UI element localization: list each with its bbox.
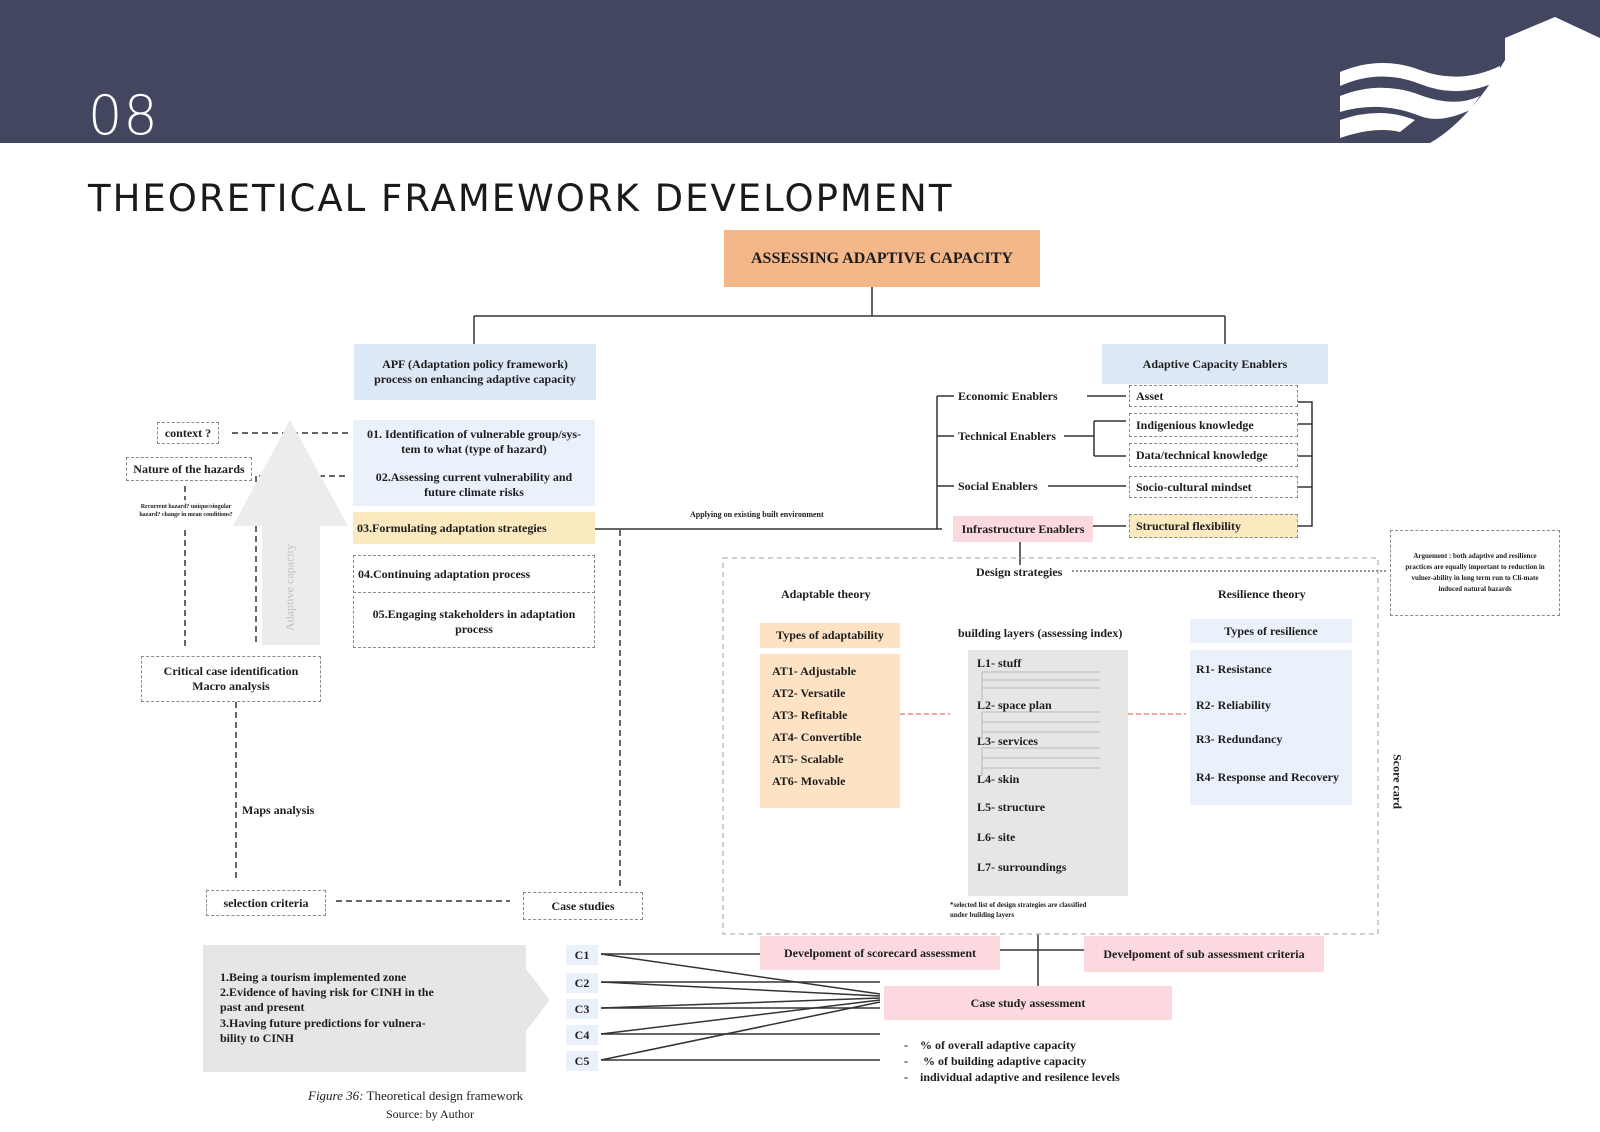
- criteria-item: 3.Having future predictions for vulnera-…: [220, 1016, 426, 1045]
- criteria-item: 1.Being a tourism implemented zone: [220, 970, 407, 984]
- case-studies-box: Case studies: [523, 892, 643, 920]
- outcome-text: % of overall adaptive capacity: [920, 1038, 1076, 1052]
- case-c1: C1: [566, 945, 598, 965]
- building-layer-item: L2- space plan: [977, 698, 1052, 712]
- apf-step-03: 03.Formulating adaptation strategies: [353, 512, 595, 544]
- apf-step-05: 05.Engaging stakeholders in adaptation p…: [353, 596, 595, 648]
- resilience-item: R4- Response and Recovery: [1196, 770, 1339, 784]
- case-c5: C5: [566, 1051, 598, 1071]
- selection-criteria-box: selection criteria: [206, 890, 326, 916]
- criteria-list: 1.Being a tourism implemented zone 2.Evi…: [220, 968, 470, 1048]
- applying-label: Applying on existing built environment: [690, 510, 824, 519]
- building-layer-item: L6- site: [977, 830, 1016, 844]
- outcome-item: - % of building adaptive capacity: [904, 1054, 1087, 1068]
- enabler-item-asset: Asset: [1129, 385, 1298, 407]
- enablers-title-box: Adaptive Capacity Enablers: [1102, 344, 1328, 384]
- case-study-assessment-box: Case study assessment: [884, 986, 1172, 1020]
- building-layer-item: L4- skin: [977, 772, 1020, 786]
- social-enablers-label: Social Enablers: [958, 479, 1038, 493]
- apf-step-04: 04.Continuing adaptation process: [353, 555, 595, 593]
- technical-enablers-label: Technical Enablers: [958, 429, 1056, 443]
- resilience-item: R3- Redundancy: [1196, 732, 1283, 746]
- layers-note: *selected list of design strategies are …: [950, 901, 1087, 919]
- adaptable-theory-label: Adaptable theory: [781, 587, 871, 601]
- adaptability-list-box: [760, 654, 900, 808]
- building-layer-item: L1- stuff: [977, 656, 1022, 670]
- outcome-item: - % of overall adaptive capacity: [904, 1038, 1076, 1052]
- scorecard-development-box: Develpoment of scorecard assessment: [760, 936, 1000, 970]
- building-layer-item: L7- surroundings: [977, 860, 1067, 874]
- apf-step-02: 02.Assessing current vulnerability and f…: [353, 464, 595, 506]
- chapter-number: 08: [88, 84, 159, 147]
- apf-step-01: 01. Identification of vulnerable group/s…: [353, 420, 595, 464]
- hazard-questions-text: Recurrent hazard? unique/singular hazard…: [139, 504, 233, 518]
- score-card-label: Score card: [1390, 754, 1405, 809]
- page-title: THEORETICAL FRAMEWORK DEVELOPMENT: [88, 177, 954, 220]
- header-banner: 08: [0, 0, 1600, 147]
- adaptability-item: AT2- Versatile: [772, 686, 846, 700]
- adaptability-item: AT4- Convertible: [772, 730, 862, 744]
- adaptability-item: AT1- Adjustable: [772, 664, 857, 678]
- design-strategies-label: Design strategies: [976, 565, 1063, 580]
- wave-house-logo-icon: [1340, 17, 1600, 143]
- building-layer-item: L5- structure: [977, 800, 1046, 814]
- outcome-text: % of building adaptive capacity: [923, 1054, 1087, 1068]
- figure-caption: Figure 36: Theoretical design framework: [308, 1088, 523, 1103]
- selection-arrow-icon: [203, 945, 550, 1072]
- root-assessing-adaptive-capacity: ASSESSING ADAPTIVE CAPACITY: [724, 230, 1040, 287]
- enabler-item-socio-cultural: Socio-cultural mindset: [1129, 476, 1298, 498]
- adaptability-item: AT6- Movable: [772, 774, 846, 788]
- economic-enablers-label: Economic Enablers: [958, 389, 1058, 403]
- building-layers-title: building layers (assessing index): [958, 626, 1123, 640]
- outcome-text: individual adaptive and resilence levels: [920, 1070, 1120, 1084]
- figure-source: Source: by Author: [386, 1107, 474, 1121]
- types-of-adaptability-box: Types of adaptability: [760, 623, 900, 648]
- apf-title-box: APF (Adaptation policy framework) proces…: [354, 344, 596, 400]
- building-layer-item: L3- services: [977, 734, 1038, 748]
- infrastructure-enablers-box: Infrastructure Enablers: [953, 516, 1093, 542]
- adaptability-item: AT3- Refitable: [772, 708, 848, 722]
- resilience-theory-label: Resilience theory: [1218, 587, 1306, 601]
- criteria-item: 2.Evidence of having risk for CINH in th…: [220, 985, 434, 1014]
- case-c2: C2: [566, 973, 598, 993]
- resilience-item: R2- Reliability: [1196, 698, 1271, 712]
- resilience-list-box: [1190, 650, 1352, 805]
- sub-criteria-development-box: Develpoment of sub assessment criteria: [1084, 936, 1324, 972]
- argument-box: Arguement : both adaptive and resilience…: [1390, 530, 1560, 616]
- critical-case-box: Critical case identification Macro analy…: [141, 656, 321, 702]
- types-of-resilience-box: Types of resilience: [1190, 619, 1352, 643]
- adaptability-item: AT5- Scalable: [772, 752, 844, 766]
- context-box: context ?: [157, 422, 219, 444]
- case-c4: C4: [566, 1025, 598, 1045]
- maps-analysis-label: Maps analysis: [242, 803, 315, 817]
- enabler-item-data-technical: Data/technical knowledge: [1129, 443, 1298, 467]
- enabler-item-structural: Structural flexibility: [1129, 514, 1298, 538]
- figure-caption-text: Theoretical design framework: [366, 1088, 524, 1103]
- building-layers-box: [968, 650, 1128, 896]
- outcome-item: - individual adaptive and resilence leve…: [904, 1070, 1120, 1084]
- resilience-item: R1- Resistance: [1196, 662, 1272, 676]
- figure-caption-label: Figure 36:: [308, 1088, 364, 1103]
- case-c3: C3: [566, 999, 598, 1019]
- enabler-item-indigenous: Indigenious knowledge: [1129, 413, 1298, 437]
- nature-of-hazards-box: Nature of the hazards: [126, 457, 252, 481]
